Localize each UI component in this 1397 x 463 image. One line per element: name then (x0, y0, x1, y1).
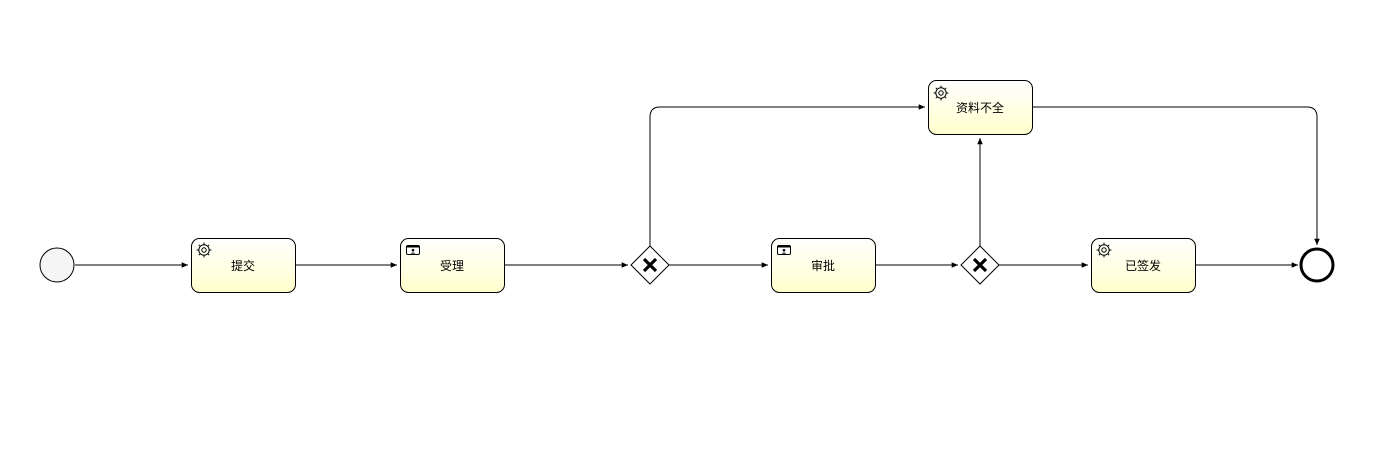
flow-incomplete-to-end[interactable] (1033, 106, 1320, 245)
task-issued[interactable]: 已签发 (1091, 238, 1196, 293)
user-icon (406, 245, 420, 255)
task-label: 资料不全 (956, 100, 1004, 115)
task-incomplete[interactable]: 资料不全 (928, 80, 1033, 135)
x-icon (642, 257, 658, 273)
exclusive-gateway-1[interactable] (630, 245, 670, 285)
task-submit[interactable]: 提交 (191, 238, 296, 293)
x-icon (972, 257, 988, 273)
task-approve[interactable]: 审批 (771, 238, 876, 293)
user-icon (777, 245, 791, 255)
task-label: 已签发 (1125, 258, 1161, 273)
task-accept[interactable]: 受理 (400, 238, 505, 293)
start-event[interactable] (39, 247, 75, 283)
task-label: 审批 (811, 258, 835, 273)
flow-gateway1-to-incomplete[interactable] (649, 104, 925, 246)
end-event[interactable] (1299, 247, 1335, 283)
task-label: 提交 (231, 258, 255, 273)
exclusive-gateway-2[interactable] (960, 245, 1000, 285)
sequence-flows (75, 104, 1320, 268)
task-label: 受理 (440, 259, 464, 273)
